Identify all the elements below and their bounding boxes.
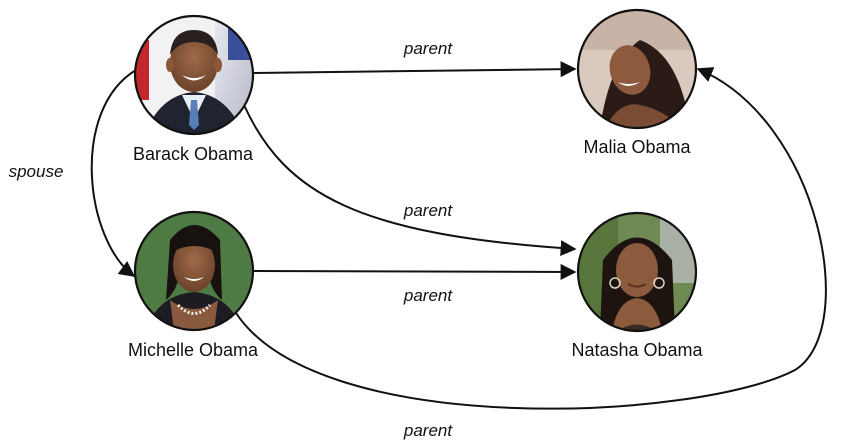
- node-label-natasha: Natasha Obama: [571, 340, 703, 360]
- node-malia-obama: Malia Obama: [576, 8, 698, 157]
- edge-barack-natasha: [243, 104, 577, 257]
- edge-label-michelle-malia: parent: [403, 421, 453, 440]
- node-michelle-obama: Michelle Obama: [128, 210, 259, 360]
- edge-barack-malia: [253, 61, 577, 78]
- edge-barack-michelle: [90, 69, 137, 277]
- node-natasha-obama: Natasha Obama: [571, 211, 704, 360]
- edge-label-barack-malia: parent: [403, 39, 453, 58]
- node-label-malia: Malia Obama: [583, 137, 691, 157]
- portrait-michelle: [135, 212, 253, 330]
- edge-label-barack-natasha: parent: [403, 201, 453, 220]
- node-label-barack: Barack Obama: [133, 144, 254, 164]
- node-barack-obama: Barack Obama: [133, 14, 255, 164]
- edge-michelle-natasha: [253, 263, 577, 280]
- portrait-natasha: [578, 213, 696, 331]
- node-label-michelle: Michelle Obama: [128, 340, 259, 360]
- edge-michelle-malia: [235, 67, 827, 410]
- edge-label-spouse: spouse: [9, 162, 64, 181]
- edge-label-michelle-natasha: parent: [403, 286, 453, 305]
